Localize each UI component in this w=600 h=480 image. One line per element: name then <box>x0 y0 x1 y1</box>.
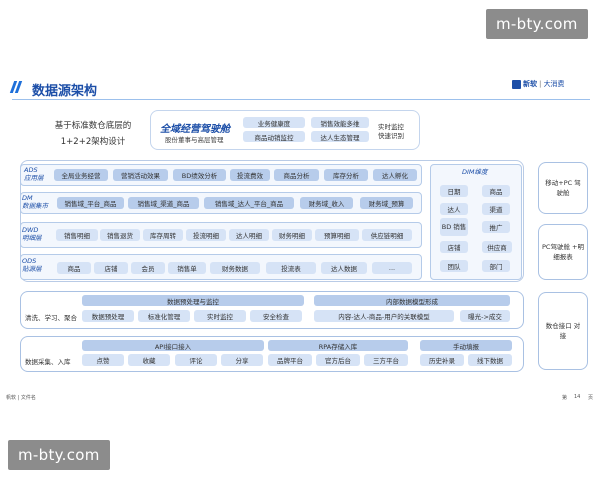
title-divider <box>12 99 590 100</box>
dim-item: 部门 <box>482 260 510 272</box>
dim-item: 店铺 <box>440 241 468 253</box>
intro-line-1: 基于标准数仓底层的 <box>54 121 132 131</box>
dim-item: 达人 <box>440 203 468 215</box>
ods-item: 商品 <box>57 262 91 274</box>
cockpit-item: 业务健康度 <box>243 117 305 128</box>
dm-item: 销售域_达人_平台_商品 <box>204 197 294 209</box>
footer-left: 帆软 | 文件名 <box>6 395 36 401</box>
ods-item: 投流表 <box>266 262 316 274</box>
cockpit-item: 销售效能多维 <box>311 117 369 128</box>
footer-page-prefix: 第 <box>562 395 568 401</box>
dwd-item: 财务明细 <box>272 229 312 241</box>
dm-item: 销售域_渠道_商品 <box>128 197 199 209</box>
watermark-top: m-bty.com <box>486 9 588 39</box>
process-item: 数据预处理 <box>82 310 134 322</box>
logo-text-a: 新软 <box>523 80 537 88</box>
dwd-item: 达人明细 <box>229 229 269 241</box>
page-title: 数据源架构 <box>32 84 98 99</box>
intro-text: 基于标准数仓底层的 1+2+2架构设计 <box>38 118 148 150</box>
ingest-item: 评论 <box>175 354 217 366</box>
process-item: 标准化管理 <box>138 310 190 322</box>
dim-item: 商品 <box>482 185 510 197</box>
ingest-left-label: 数据采集、入库 <box>25 358 71 366</box>
dim-item: 供应商 <box>482 241 512 253</box>
cockpit-subtitle: 股份董事与高层管理 <box>165 136 224 144</box>
warehouse-interface-label: 数仓接口 对接 <box>545 322 581 340</box>
ads-item: BD绩效分析 <box>173 169 226 181</box>
dwd-item: 供应链明细 <box>362 229 412 241</box>
ingest-header-3: 手动填报 <box>420 340 512 351</box>
dm-item: 财务域_预算 <box>360 197 413 209</box>
ingest-item: 分享 <box>221 354 263 366</box>
footer-page-suffix: 页 <box>588 395 594 401</box>
watermark-bottom: m-bty.com <box>8 440 110 470</box>
title-bars-icon <box>9 81 28 93</box>
ods-item: 会员 <box>131 262 165 274</box>
ads-item: 达人孵化 <box>373 169 417 181</box>
dm-item: 财务域_收入 <box>300 197 353 209</box>
process-header-1: 数据预处理与监控 <box>82 295 304 306</box>
ingest-item: 收藏 <box>128 354 170 366</box>
cockpit-panel <box>150 110 420 150</box>
mobile-pc-cockpit-box: 移动+PC 驾驶舱 <box>538 162 588 214</box>
ads-item: 库存分析 <box>324 169 368 181</box>
cockpit-realtime-1: 实时监控 <box>378 123 404 131</box>
ingest-item: 三方平台 <box>364 354 408 366</box>
ods-item: 财务数据 <box>210 262 260 274</box>
dim-item: 团队 <box>440 260 468 272</box>
mobile-pc-cockpit-label: 移动+PC 驾驶舱 <box>545 179 581 197</box>
cockpit-title: 全域经营驾驶舱 <box>160 124 230 135</box>
ingest-item: 品牌平台 <box>268 354 312 366</box>
warehouse-interface-box: 数仓接口 对接 <box>538 292 588 370</box>
process-item: 安全检查 <box>250 310 302 322</box>
pc-cockpit-report-box: PC驾驶舱 +明细报表 <box>538 224 588 280</box>
ods-item: ... <box>372 262 412 274</box>
logo-icon <box>512 79 521 89</box>
ods-item: 销售单 <box>168 262 206 274</box>
ads-item: 全局业务经营 <box>54 169 108 181</box>
process-item: 实时监控 <box>194 310 246 322</box>
ads-item: 营销活动效果 <box>113 169 168 181</box>
process-left-label: 清洗、学习、聚合 <box>25 314 77 322</box>
dwd-item: 预算明细 <box>315 229 359 241</box>
dim-title: DIM维度 <box>462 168 488 176</box>
cockpit-item: 达人生态管理 <box>311 131 369 142</box>
pc-cockpit-report-label: PC驾驶舱 +明细报表 <box>542 243 584 261</box>
ingest-header-2: RPA存储入库 <box>268 340 408 351</box>
ingest-item: 线下数据 <box>468 354 512 366</box>
logo-text-b: 大消费 <box>543 80 565 88</box>
dwd-item: 投流明细 <box>186 229 226 241</box>
ads-item: 投流费效 <box>230 169 270 181</box>
ods-item: 店铺 <box>94 262 128 274</box>
ingest-item: 官方后台 <box>316 354 360 366</box>
process-header-2: 内部数据模型形成 <box>314 295 510 306</box>
process-item: 曝光->成交 <box>460 310 510 322</box>
footer-page-number: 14 <box>574 394 581 400</box>
dm-item: 销售域_平台_商品 <box>57 197 124 209</box>
dim-item: 渠道 <box>482 203 510 215</box>
intro-line-2: 1+2+2架构设计 <box>60 137 126 147</box>
dim-item: BD 销售 <box>440 218 468 236</box>
brand-logo: 新软 | 大消费 <box>512 79 565 89</box>
ingest-item: 点赞 <box>82 354 124 366</box>
cockpit-item: 商品动销监控 <box>243 131 305 142</box>
dwd-item: 销售明细 <box>56 229 98 241</box>
dwd-item: 库存周转 <box>143 229 183 241</box>
dim-item: 推广 <box>482 221 510 233</box>
ingest-header-1: API接口接入 <box>82 340 264 351</box>
dwd-item: 销售退货 <box>100 229 140 241</box>
dim-item: 日期 <box>440 185 468 197</box>
ods-item: 达人数据 <box>321 262 367 274</box>
cockpit-realtime-2: 快速识别 <box>378 132 404 140</box>
ingest-item: 历史补录 <box>420 354 464 366</box>
process-item: 内容-达人-商品-用户的关联模型 <box>314 310 454 322</box>
ads-item: 商品分析 <box>274 169 319 181</box>
